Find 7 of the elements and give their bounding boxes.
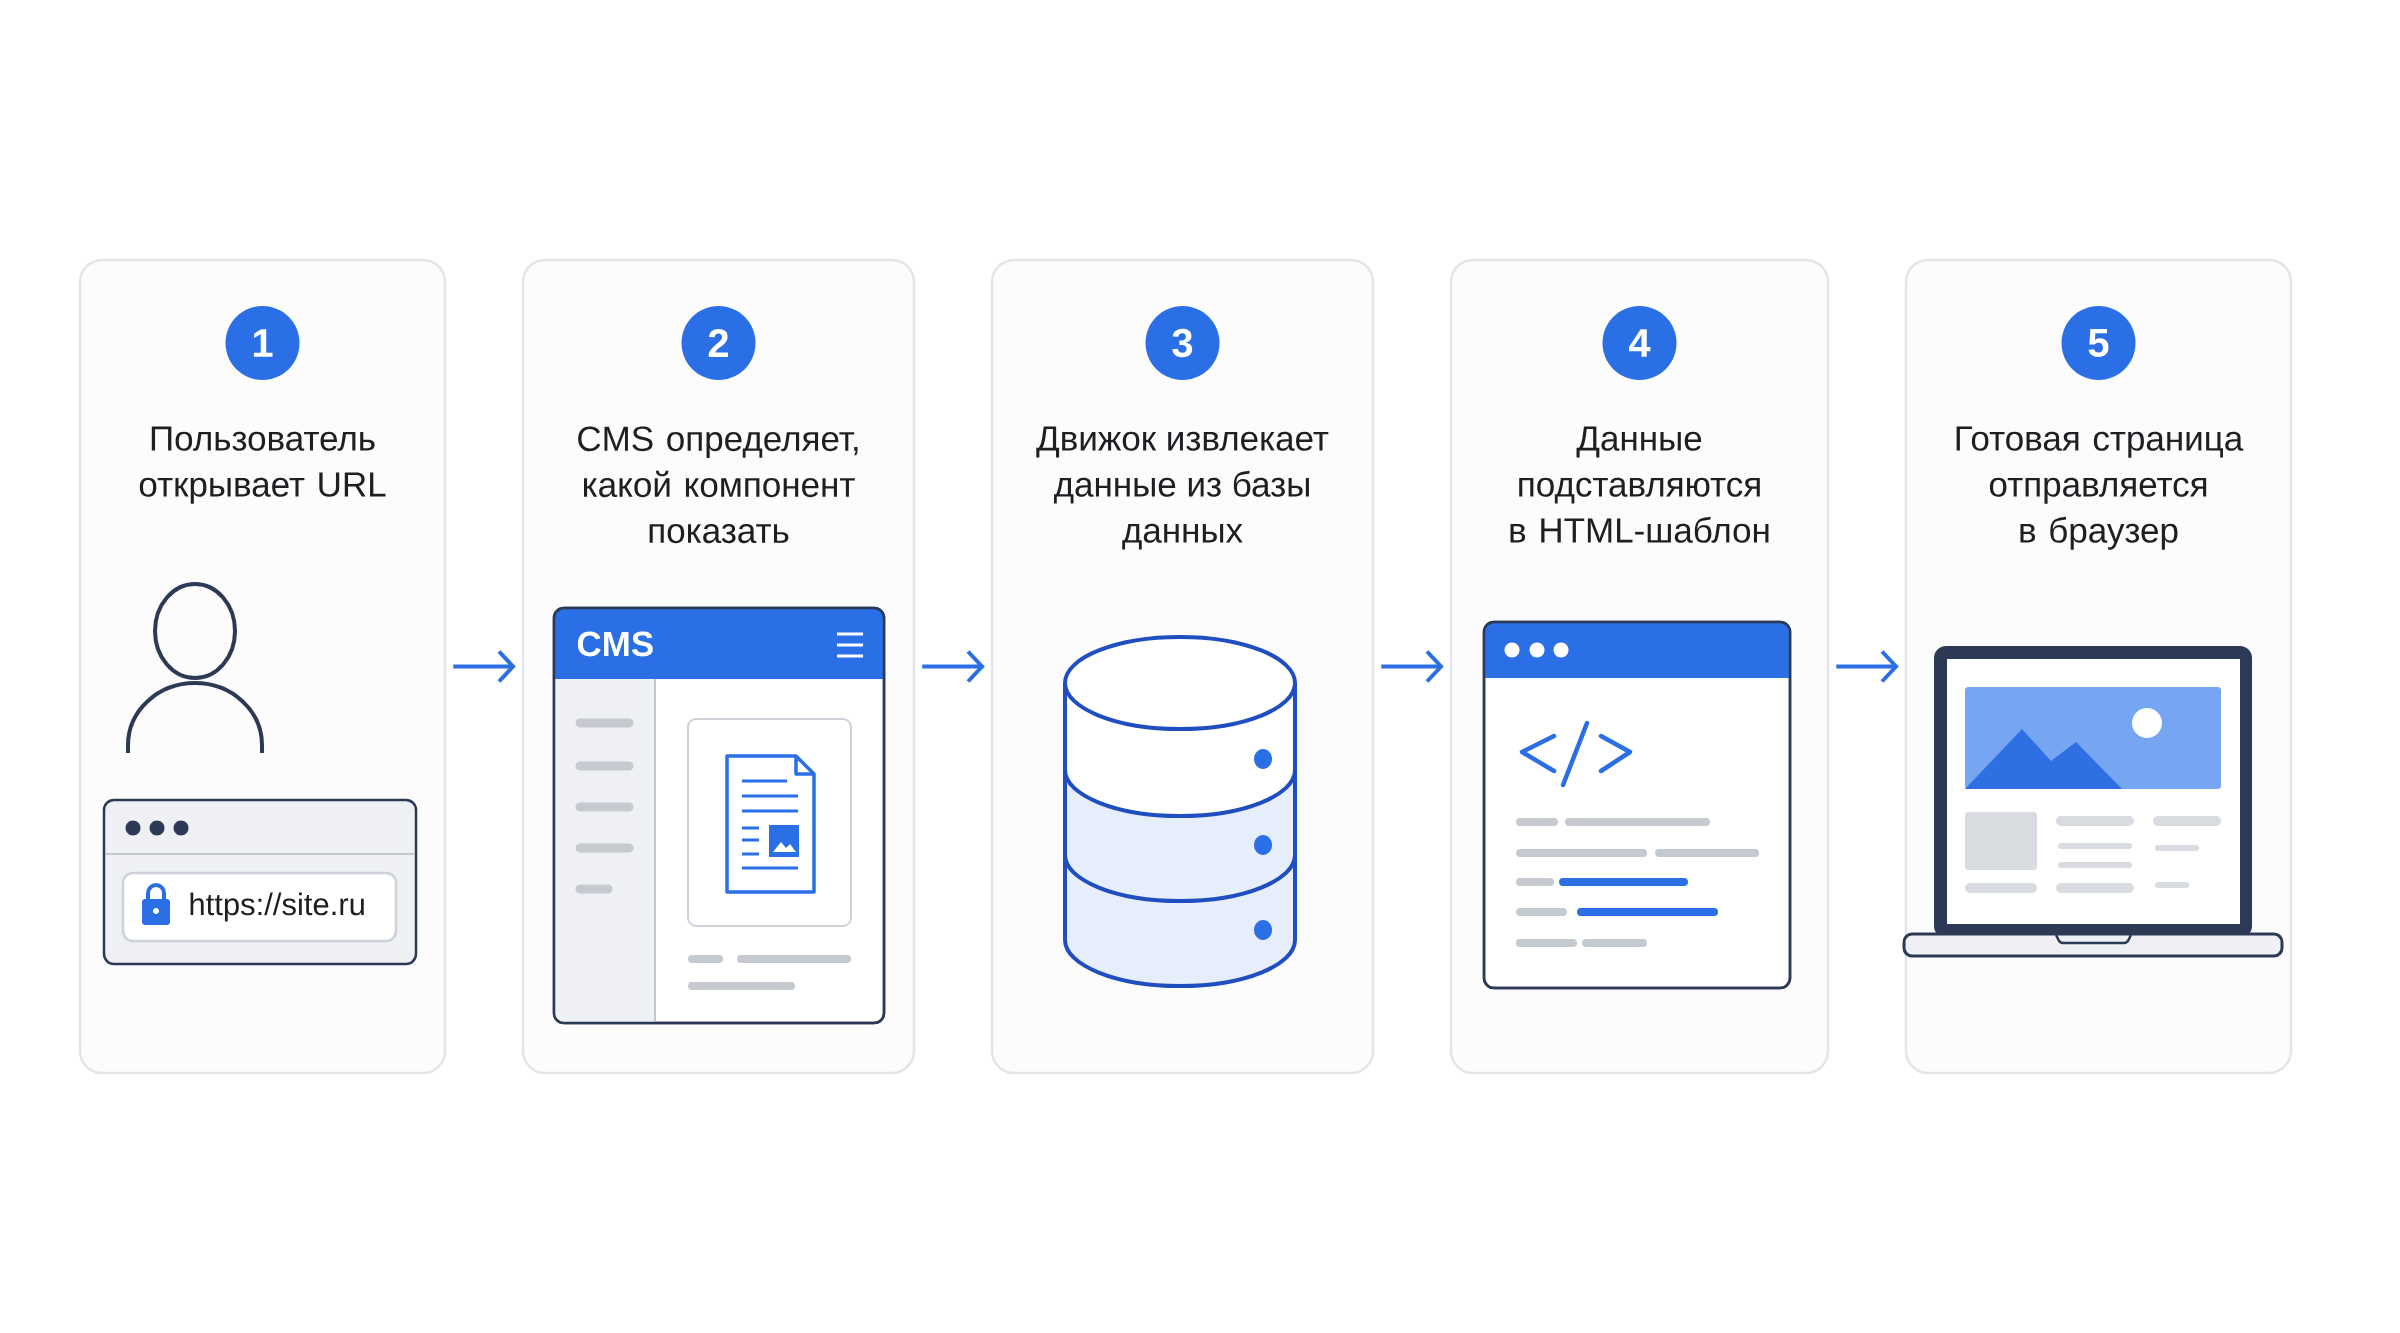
number-badge: 3 (1145, 306, 1220, 380)
number-badge: 5 (2061, 306, 2136, 380)
url-field: https://site.ru (121, 871, 398, 943)
number-badge: 2 (681, 306, 756, 380)
number-badge: 4 (1602, 306, 1677, 380)
code-window (1482, 620, 1792, 990)
number-badge: 1 (225, 306, 300, 380)
